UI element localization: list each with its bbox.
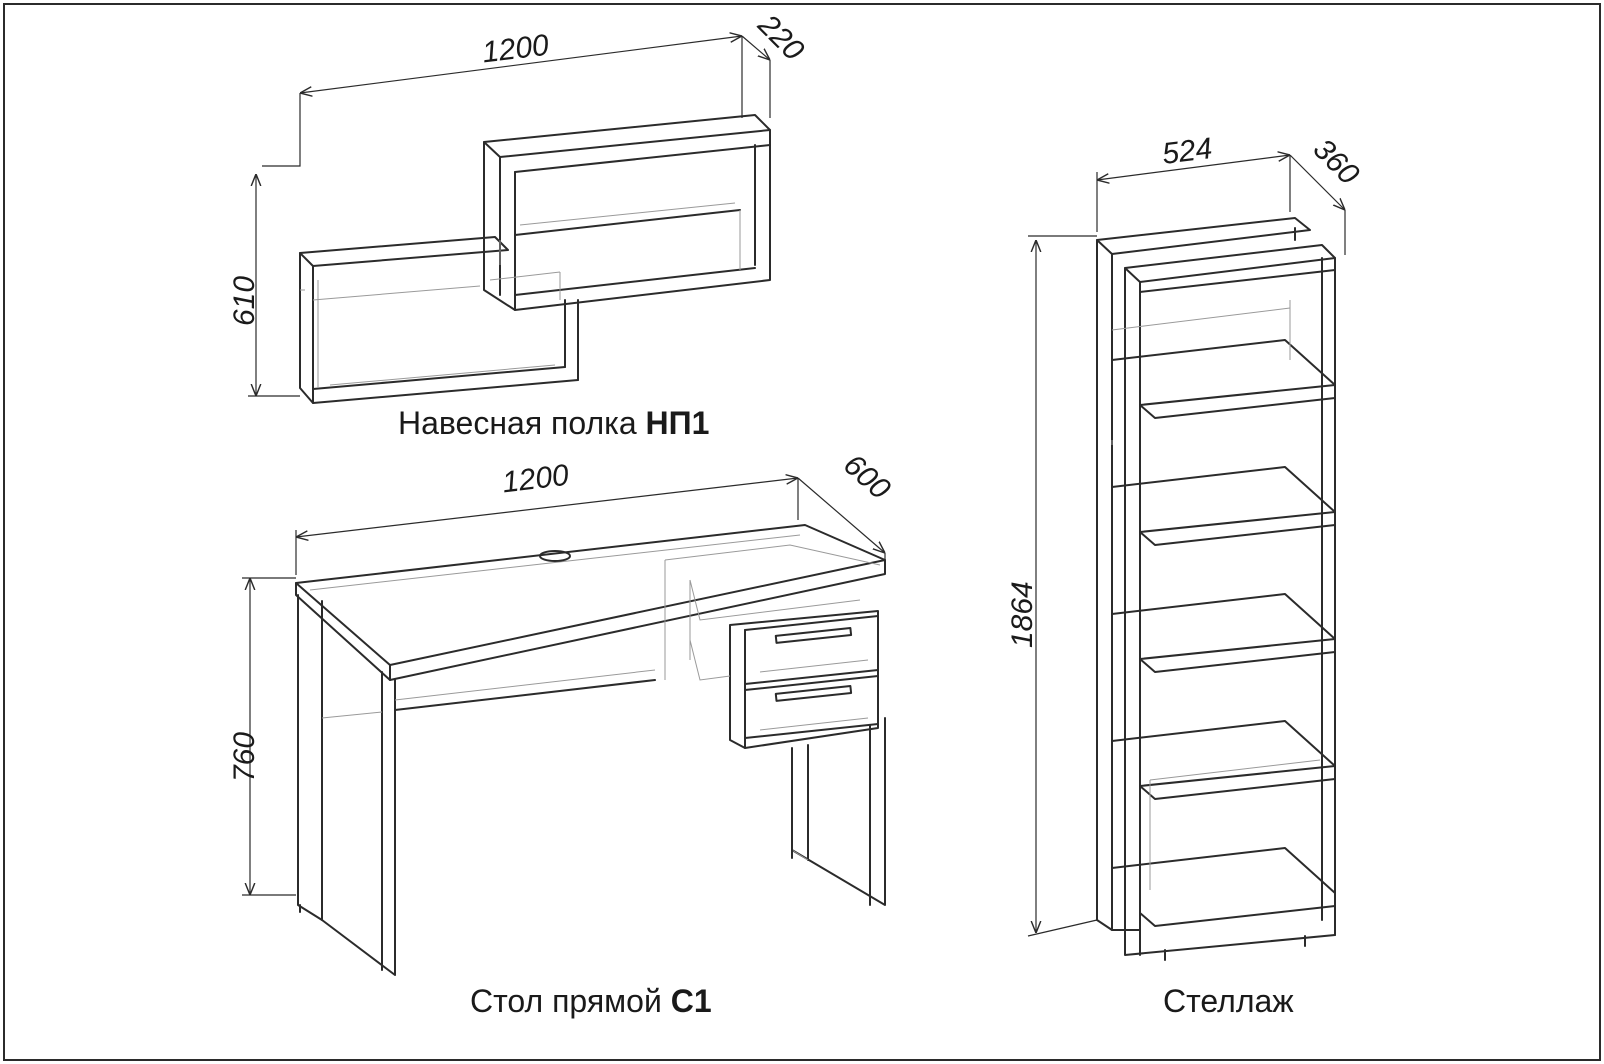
rack-height-label: 1864 [1006,581,1039,648]
rack-shelves [1111,339,1336,927]
shelf-caption-prefix: Навесная полка [398,405,646,441]
rack-caption: Стеллаж [1163,983,1294,1019]
desk-caption-prefix: Стол прямой [470,983,671,1019]
shelf-caption-code: НП1 [646,405,710,441]
sheet-border [3,3,1601,1061]
desk-caption: Стол прямой С1 [470,983,712,1019]
shelf-height-label: 610 [228,276,261,326]
rack-depth-label: 360 [1307,133,1366,192]
shelf-width-label: 1200 [480,29,551,70]
desk-drawing [242,478,885,976]
desk-caption-code: С1 [671,983,712,1019]
desk-depth-label: 600 [837,448,897,506]
desk-height-label: 760 [228,732,261,782]
shelf-caption: Навесная полка НП1 [398,405,709,441]
rack-width-label: 524 [1160,132,1214,171]
desk-width-label: 1200 [500,459,571,500]
wall-shelf-drawing [248,36,770,404]
rack-drawing [1027,155,1345,961]
shelf-depth-label: 220 [751,8,811,68]
